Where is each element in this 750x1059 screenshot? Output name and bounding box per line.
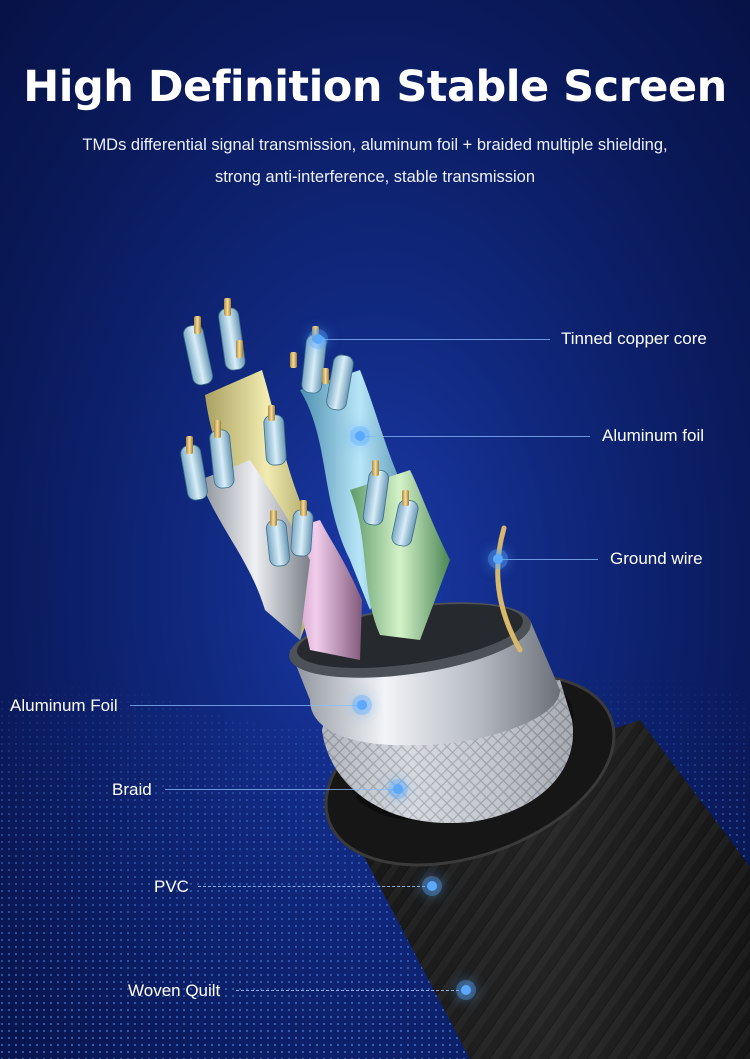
label-ground-wire: Ground wire [610,549,703,568]
leader-aluminum-foil-inner [362,436,590,437]
subtitle-line-1: TMDs differential signal transmission, a… [82,136,668,154]
label-braid: Braid [112,780,152,799]
leader-pvc [198,886,430,887]
leader-tinned-copper-core [320,339,550,340]
ground-wire-strand [495,525,523,653]
subtitle-line-2: strong anti-interference, stable transmi… [214,168,536,186]
label-woven-quilt: Woven Quilt [128,981,221,1000]
leader-woven-quilt [236,990,464,991]
marker-dot [493,554,503,564]
marker-dot [461,985,471,995]
marker-dot [357,700,367,710]
marker-dot [393,784,403,794]
label-aluminum-foil-outer: Aluminum Foil [10,696,118,715]
label-pvc: PVC [154,877,189,896]
label-tinned-copper-core: Tinned copper core [561,329,707,348]
marker-dot [313,334,323,344]
signal-pairs [180,298,450,660]
leader-aluminum-foil-outer [130,705,362,706]
marker-dot [427,881,437,891]
leader-braid [165,789,397,790]
leader-ground-wire [500,559,598,560]
label-aluminum-foil-inner: Aluminum foil [602,426,705,445]
marker-dot [355,431,365,441]
page-title: High Definition Stable Screen [23,62,727,112]
